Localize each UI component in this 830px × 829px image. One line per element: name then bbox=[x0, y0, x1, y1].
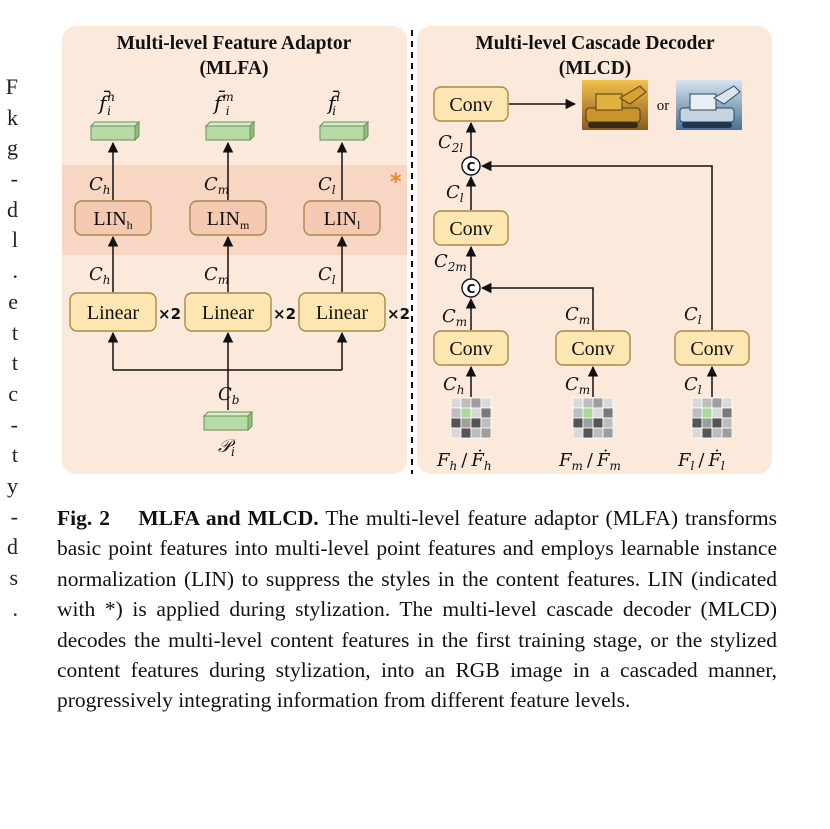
lin-label: LINl bbox=[324, 208, 361, 232]
conv-input-box bbox=[674, 330, 750, 366]
margin-char: k bbox=[7, 104, 18, 130]
margin-char: g bbox=[7, 135, 18, 161]
margin-char: s bbox=[9, 565, 18, 590]
channel-label-upper: Cm bbox=[204, 174, 229, 197]
input-channel-label: Ch bbox=[443, 374, 465, 397]
skip-line-mid bbox=[480, 282, 594, 330]
conv-out-channel-label: Cm bbox=[565, 304, 590, 327]
feature-map-grid bbox=[691, 397, 733, 439]
input-feature-label: Fh/Ḟh bbox=[436, 448, 492, 473]
concat-node-top bbox=[461, 156, 481, 176]
linear-label: Linear bbox=[87, 302, 140, 324]
conv-mid-box bbox=[433, 210, 509, 246]
lin-label: LINm bbox=[207, 208, 250, 232]
concat-top-label: C bbox=[467, 160, 476, 174]
input-feature-block bbox=[202, 410, 254, 432]
margin-char: t bbox=[11, 442, 18, 468]
margin-char: e bbox=[8, 288, 18, 314]
mlfa-title-line1: Multi-level Feature Adaptor bbox=[117, 33, 352, 54]
conv-input-box bbox=[433, 330, 509, 366]
cl-label: Cl bbox=[446, 182, 464, 205]
lin-box bbox=[303, 200, 381, 236]
output-image-style1 bbox=[582, 80, 648, 130]
margin-char: d bbox=[7, 196, 18, 222]
concat-node-bottom bbox=[461, 278, 481, 298]
conv-out-channel-label: Cl bbox=[684, 304, 702, 327]
margin-char: F bbox=[5, 74, 18, 99]
margin-char: c bbox=[8, 380, 18, 406]
mlcd-title-line1: Multi-level Cascade Decoder bbox=[475, 33, 715, 54]
architecture-diagram: Multi-level Feature Adaptor (MLFA) * f̄h… bbox=[62, 26, 772, 474]
margin-char: - bbox=[10, 411, 18, 437]
cm-label: Cm bbox=[442, 306, 467, 329]
margin-char: t bbox=[11, 350, 18, 376]
input-channel-label: Cm bbox=[565, 374, 590, 397]
skip-line-low bbox=[480, 160, 713, 330]
linear-box bbox=[298, 292, 386, 332]
margin-char: - bbox=[10, 503, 18, 529]
margin-char: - bbox=[10, 166, 18, 192]
lin-box bbox=[74, 200, 152, 236]
channel-label-upper: Ch bbox=[89, 174, 111, 197]
c2l-label: C2l bbox=[438, 132, 463, 155]
margin-char: y bbox=[7, 472, 18, 498]
mlfa-title-line2: (MLFA) bbox=[200, 58, 269, 79]
linear-box bbox=[69, 292, 157, 332]
repeat-label: ×2 bbox=[158, 305, 181, 323]
lin-marker: * bbox=[390, 170, 402, 195]
margin-char: t bbox=[11, 319, 18, 345]
caption-bold-title: MLFA and MLCD. bbox=[138, 506, 319, 530]
feature-map-grid bbox=[572, 397, 614, 439]
output-feature-block bbox=[204, 120, 256, 142]
feature-map-grid bbox=[450, 397, 492, 439]
conv-input-label: Conv bbox=[571, 338, 614, 360]
linear-box bbox=[184, 292, 272, 332]
conv-input-box bbox=[555, 330, 631, 366]
input-feature-label: Fl/Ḟl bbox=[677, 448, 725, 473]
mlfa-panel: Multi-level Feature Adaptor (MLFA) * f̄h… bbox=[62, 26, 410, 474]
margin-char: . bbox=[12, 258, 19, 284]
output-feature-block bbox=[318, 120, 370, 142]
conv-input-label: Conv bbox=[690, 338, 733, 360]
concat-bottom-label: C bbox=[467, 282, 476, 296]
output-image-style2 bbox=[676, 80, 742, 130]
linear-label: Linear bbox=[316, 302, 369, 324]
conv-input-label: Conv bbox=[449, 338, 492, 360]
caption-text: The multi-level feature adaptor (MLFA) t… bbox=[57, 506, 778, 713]
mlcd-title-line2: (MLCD) bbox=[559, 58, 632, 79]
figure-caption: Fig. 2 MLFA and MLCD. The multi-level fe… bbox=[57, 503, 777, 716]
channel-label-lower: Ch bbox=[89, 264, 111, 287]
or-label: or bbox=[657, 98, 670, 114]
channel-label-upper: Cl bbox=[318, 174, 336, 197]
channel-label-lower: Cl bbox=[318, 264, 336, 287]
margin-char: . bbox=[12, 595, 19, 621]
conv-top-box bbox=[433, 86, 509, 122]
repeat-label: ×2 bbox=[273, 305, 296, 323]
margin-char: l bbox=[11, 227, 18, 253]
c2m-label: C2m bbox=[434, 251, 467, 274]
input-cb-label: Cb bbox=[218, 384, 239, 407]
repeat-label: ×2 bbox=[387, 305, 410, 323]
linear-label: Linear bbox=[202, 302, 255, 324]
conv-top-label: Conv bbox=[449, 94, 492, 116]
mlcd-panel: Multi-level Cascade Decoder (MLCD) Conv … bbox=[417, 26, 772, 474]
lin-box bbox=[189, 200, 267, 236]
conv-mid-label: Conv bbox=[449, 218, 492, 240]
margin-char: d bbox=[7, 534, 18, 560]
caption-fig-label: Fig. 2 bbox=[57, 506, 111, 530]
lin-label: LINh bbox=[93, 208, 132, 232]
output-feature-block bbox=[89, 120, 141, 142]
input-channel-label: Cl bbox=[684, 374, 702, 397]
channel-label-lower: Cm bbox=[204, 264, 229, 287]
input-feature-label: Fm/Ḟm bbox=[558, 448, 621, 473]
